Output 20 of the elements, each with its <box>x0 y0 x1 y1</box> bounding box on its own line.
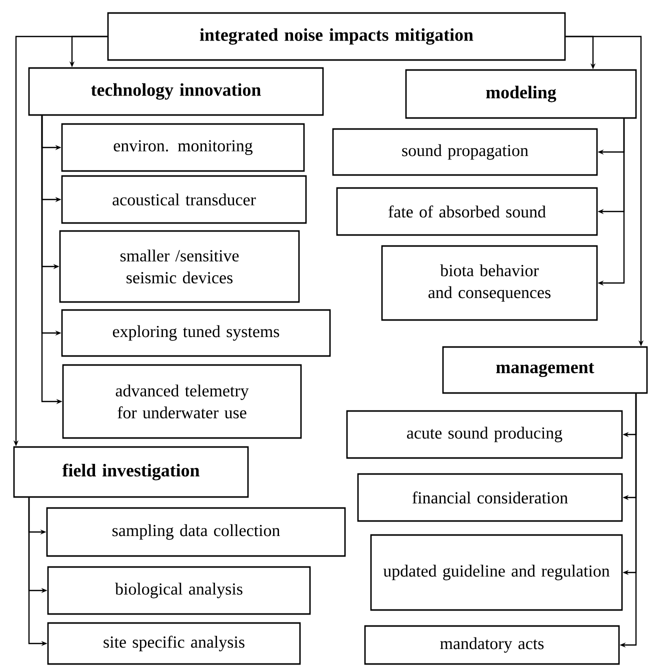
item-box: financial consideration <box>357 473 623 522</box>
item-box: sound propagation <box>332 128 598 176</box>
root-box: integrated noise impacts mitigation <box>107 12 566 61</box>
item-box: acoustical transducer <box>61 175 307 224</box>
item-box: advanced telemetry for underwater use <box>62 364 302 439</box>
item-box: fate of absorbed sound <box>336 187 598 236</box>
item-box: environ. monitoring <box>61 123 305 172</box>
category-box: modeling <box>405 69 637 119</box>
item-box: biota behavior and consequences <box>381 245 598 321</box>
item-box: smaller /sensitive seismic devices <box>59 230 300 303</box>
item-box: site specific analysis <box>47 622 301 665</box>
item-box: sampling data collection <box>46 507 346 557</box>
item-box: updated guideline and regulation <box>370 534 623 611</box>
item-box: exploring tuned systems <box>61 309 331 357</box>
category-box: technology innovation <box>28 67 324 116</box>
category-box: field investigation <box>13 446 249 498</box>
item-box: biological analysis <box>47 566 311 615</box>
category-box: management <box>442 346 648 394</box>
item-box: mandatory acts <box>364 625 620 665</box>
item-box: acute sound producing <box>346 410 623 459</box>
